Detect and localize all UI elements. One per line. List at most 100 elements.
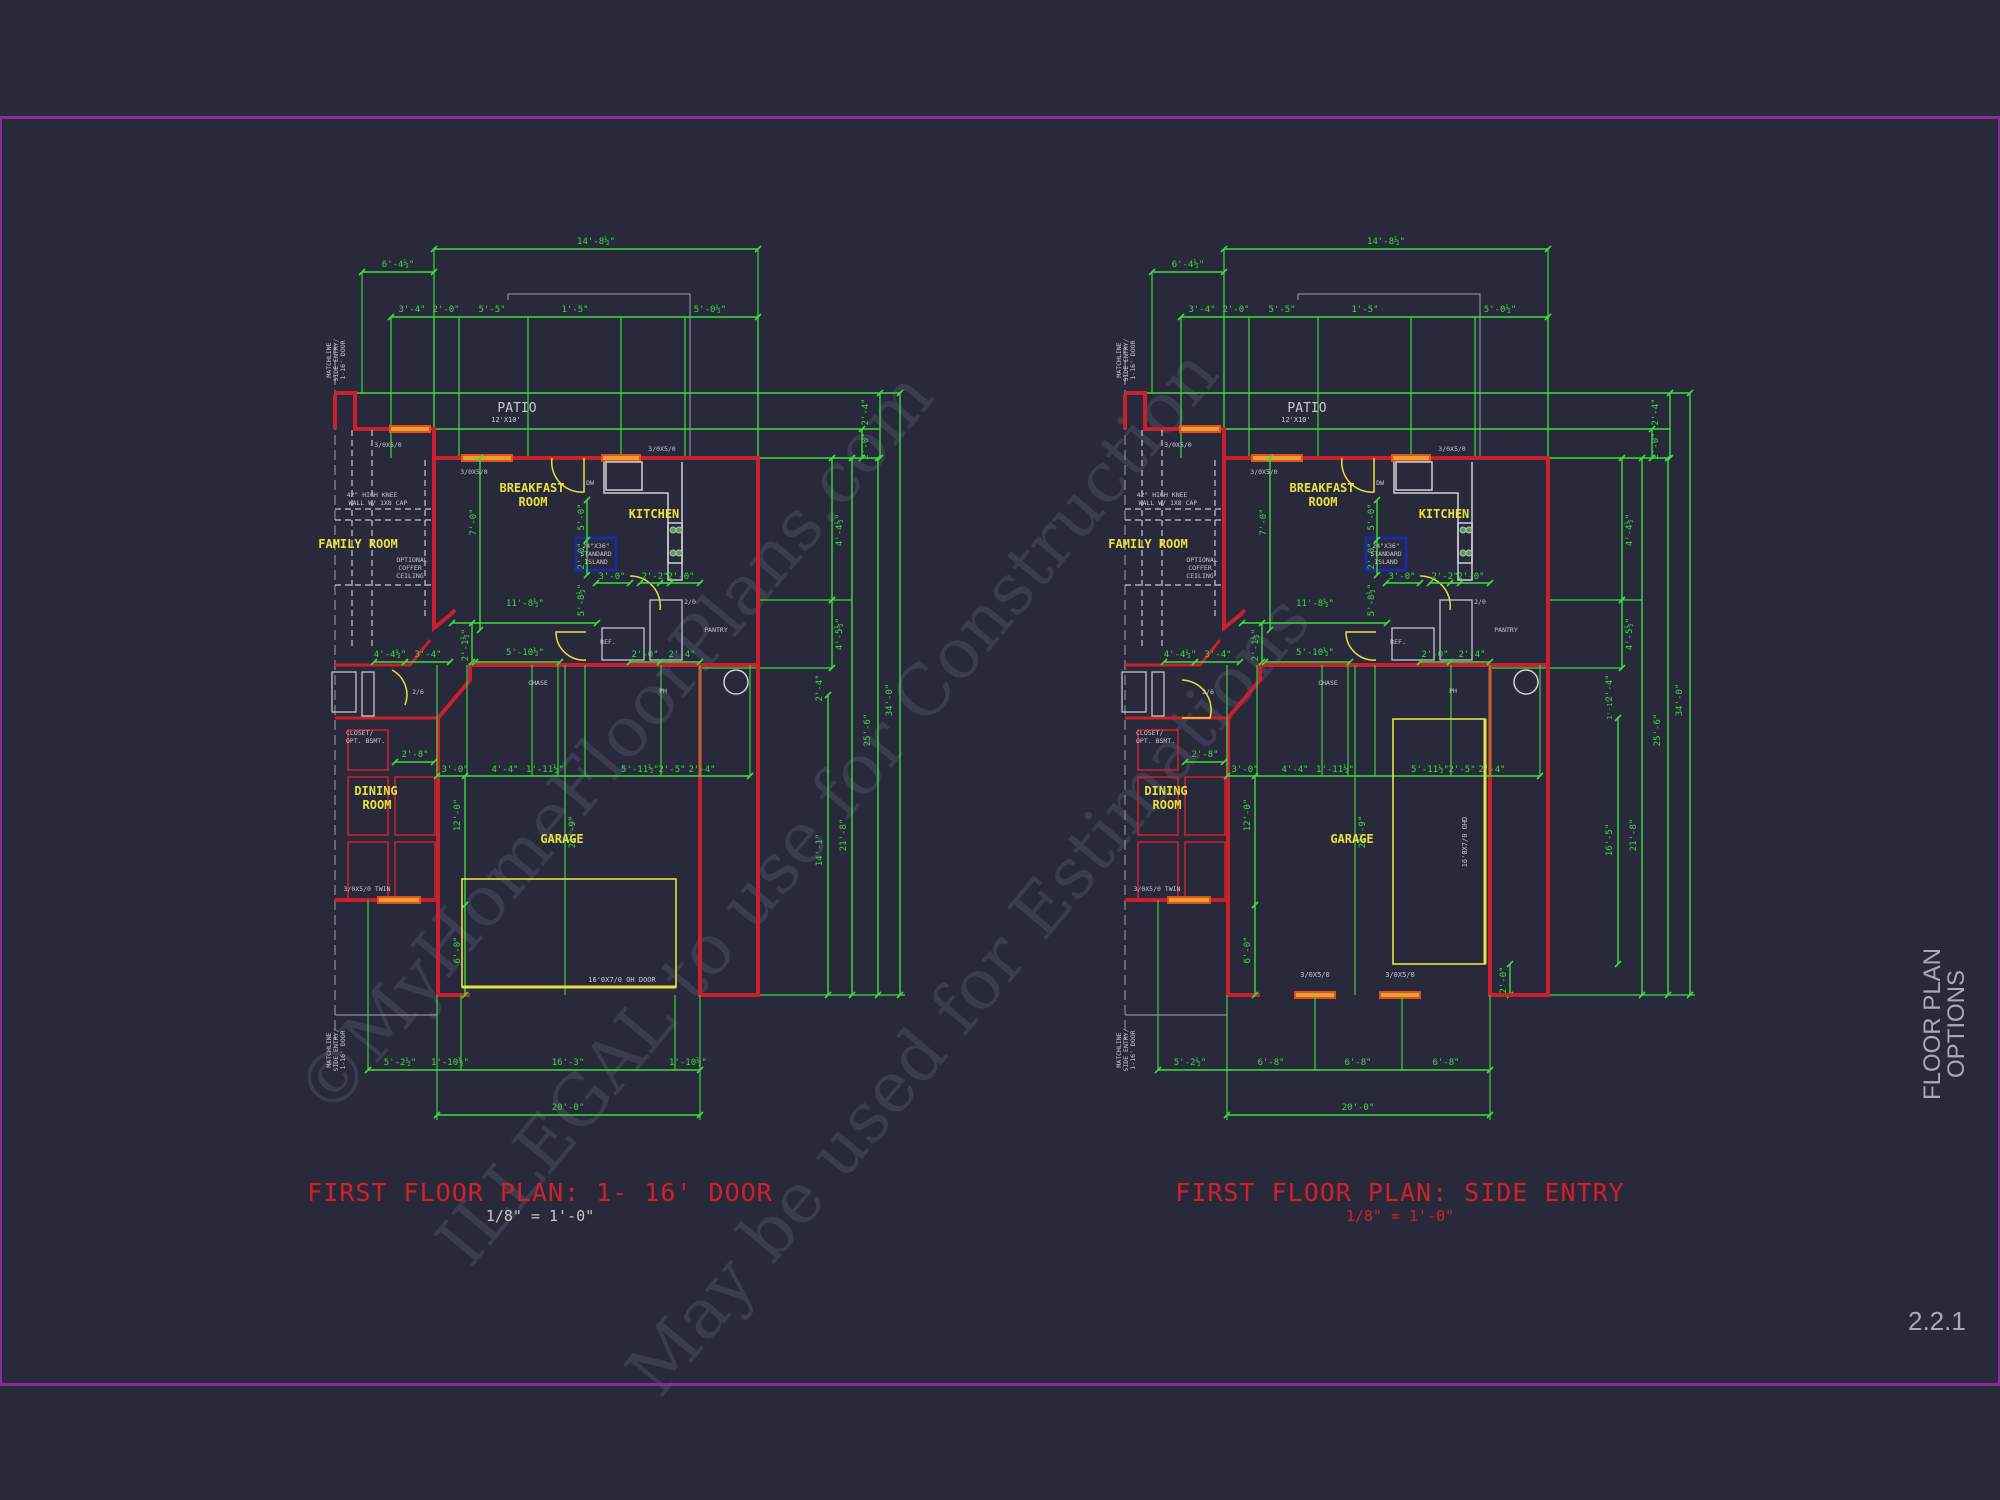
island bbox=[574, 536, 618, 572]
garage-door-label: 16'0X7/0 OH DOOR bbox=[588, 976, 656, 984]
dimension-label: 5'-11½" bbox=[1411, 764, 1449, 775]
dimension-label: 21'-9" bbox=[568, 816, 578, 849]
note-label: 1-16' DOOR bbox=[339, 1030, 347, 1069]
note-label: 24"X36" bbox=[1372, 542, 1399, 550]
dimension-label: 5'-0½" bbox=[694, 304, 727, 315]
dimension-label: 4'-4½" bbox=[374, 649, 407, 660]
dimension-label: 2'-0" bbox=[1367, 542, 1377, 569]
dimension-tick bbox=[1614, 714, 1622, 722]
dimension-label: 11'-8½" bbox=[1296, 598, 1334, 609]
room-label-garage: GARAGE bbox=[1330, 832, 1373, 846]
note-label: COFFER bbox=[398, 564, 422, 572]
dimension-tick bbox=[446, 658, 454, 666]
dimension-tick bbox=[471, 658, 479, 666]
dimension-label: 6'-8" bbox=[1432, 1058, 1459, 1068]
refrigerator bbox=[601, 627, 645, 661]
dimension-label: 2'-0" bbox=[861, 432, 871, 459]
note-label: PANTRY bbox=[1494, 626, 1518, 634]
dimension-label: 1'-11½" bbox=[1316, 764, 1354, 775]
pantry-shelf bbox=[649, 599, 683, 661]
dimension-tick bbox=[1251, 901, 1259, 909]
note-label: OPTIONAL bbox=[1186, 556, 1217, 564]
dimension-label: 16'-3" bbox=[552, 1058, 585, 1068]
room-label-breakfast-room: BREAKFAST bbox=[1289, 481, 1354, 495]
water-heater bbox=[1513, 669, 1539, 695]
dimension-tick bbox=[461, 991, 469, 999]
room-label-family-room: FAMILY ROOM bbox=[1108, 537, 1187, 551]
plan-title-2: FIRST FLOOR PLAN: SIDE ENTRY bbox=[1175, 1178, 1625, 1207]
dimension-tick bbox=[1258, 658, 1266, 666]
dimension-label: 6'-4½" bbox=[382, 259, 415, 270]
dimension-tick bbox=[1382, 579, 1390, 587]
dimension-label: 2'-0" bbox=[1499, 966, 1509, 993]
garage-wall bbox=[1488, 665, 1550, 997]
exterior-wall bbox=[1222, 458, 1247, 633]
dimension-label: ROOM bbox=[363, 798, 392, 812]
dimension-label: 16'-5" bbox=[1605, 824, 1615, 857]
stair bbox=[1151, 671, 1165, 717]
note-label: CHASE bbox=[1318, 679, 1338, 687]
dimension-label: 3'-0" bbox=[1231, 765, 1258, 775]
dimension-label: 2'-0" bbox=[1421, 650, 1448, 660]
dimension-label: 2'-1½" bbox=[1250, 629, 1261, 662]
dimension-tick bbox=[461, 901, 469, 909]
dimension-label: 14'-8½" bbox=[1367, 236, 1405, 247]
dimension-label: 2'-1½" bbox=[460, 629, 471, 662]
dimension-tick bbox=[858, 425, 866, 433]
dimension-label: 3'-4" bbox=[414, 650, 441, 660]
dimension-tick bbox=[1416, 579, 1424, 587]
dimension-tick bbox=[626, 658, 634, 666]
pantry-shelf bbox=[1439, 599, 1473, 661]
water-heater bbox=[723, 669, 749, 695]
dimension-tick bbox=[656, 658, 664, 666]
dimension-tick bbox=[1506, 960, 1514, 968]
door-swing bbox=[629, 575, 662, 611]
dimension-label: 5'-5" bbox=[1268, 305, 1295, 315]
note-label: MATCHLINE bbox=[1115, 1032, 1123, 1067]
coffer-grid bbox=[347, 776, 389, 836]
dimension-label: 5'-0" bbox=[1367, 503, 1377, 530]
dimension-tick bbox=[1446, 658, 1454, 666]
door-swing bbox=[1340, 457, 1375, 493]
dimension-label: 1'-11½" bbox=[526, 764, 564, 775]
note-label: 3/0X5/0 TWIN bbox=[1134, 885, 1181, 893]
dimension-tick bbox=[848, 454, 856, 462]
room-label-kitchen: KITCHEN bbox=[629, 507, 680, 521]
note-label: STANDARD bbox=[1370, 550, 1401, 558]
dimension-tick bbox=[1486, 579, 1494, 587]
note-label: 3/0X5/0 bbox=[374, 441, 401, 449]
dimension-tick bbox=[592, 579, 600, 587]
room-label-patio: PATIO bbox=[497, 401, 536, 416]
door-swing bbox=[550, 457, 585, 493]
dimension-label: 4'-5½" bbox=[834, 618, 845, 651]
window bbox=[461, 454, 513, 462]
dimension-label: 2'-0" bbox=[1222, 305, 1249, 315]
dimension-label: 4'-4" bbox=[1281, 765, 1308, 775]
dimension-tick bbox=[896, 389, 904, 397]
dimension-label: 5'-2½" bbox=[1174, 1057, 1207, 1068]
dimension-tick bbox=[1251, 991, 1259, 999]
coffer-grid bbox=[1184, 776, 1226, 836]
dimension-label: 2'-8" bbox=[401, 750, 428, 760]
patio-outline bbox=[1297, 293, 1481, 458]
dimension-tick bbox=[1666, 389, 1674, 397]
note-label: CEILING bbox=[1186, 572, 1213, 580]
plan-scale-2: 1/8" = 1'-0" bbox=[1345, 1207, 1455, 1225]
note-label: 24"X36" bbox=[582, 542, 609, 550]
door-swing bbox=[1181, 679, 1212, 719]
dimension-tick bbox=[1383, 619, 1391, 627]
room-label-family-room: FAMILY ROOM bbox=[318, 537, 397, 551]
dimension-tick bbox=[1446, 579, 1454, 587]
note-label: WALL W/ 1X8 CAP bbox=[1139, 499, 1198, 507]
dimension-tick bbox=[1426, 579, 1434, 587]
note-label: 2/6 bbox=[412, 688, 424, 696]
note-label: SIDE ENTRY/ bbox=[332, 338, 340, 381]
sink bbox=[1395, 461, 1433, 491]
note-label: 3/0X5/0 bbox=[648, 445, 675, 453]
dimension-label: 2'-4" bbox=[688, 765, 715, 775]
dimension-label: 11'-8½" bbox=[506, 598, 544, 609]
window bbox=[1251, 454, 1303, 462]
note-label: COFFER bbox=[1188, 564, 1212, 572]
sheet-number: 2.2.1 bbox=[1908, 1306, 1966, 1336]
note-label: 42" HIGH KNEE bbox=[1137, 491, 1188, 499]
